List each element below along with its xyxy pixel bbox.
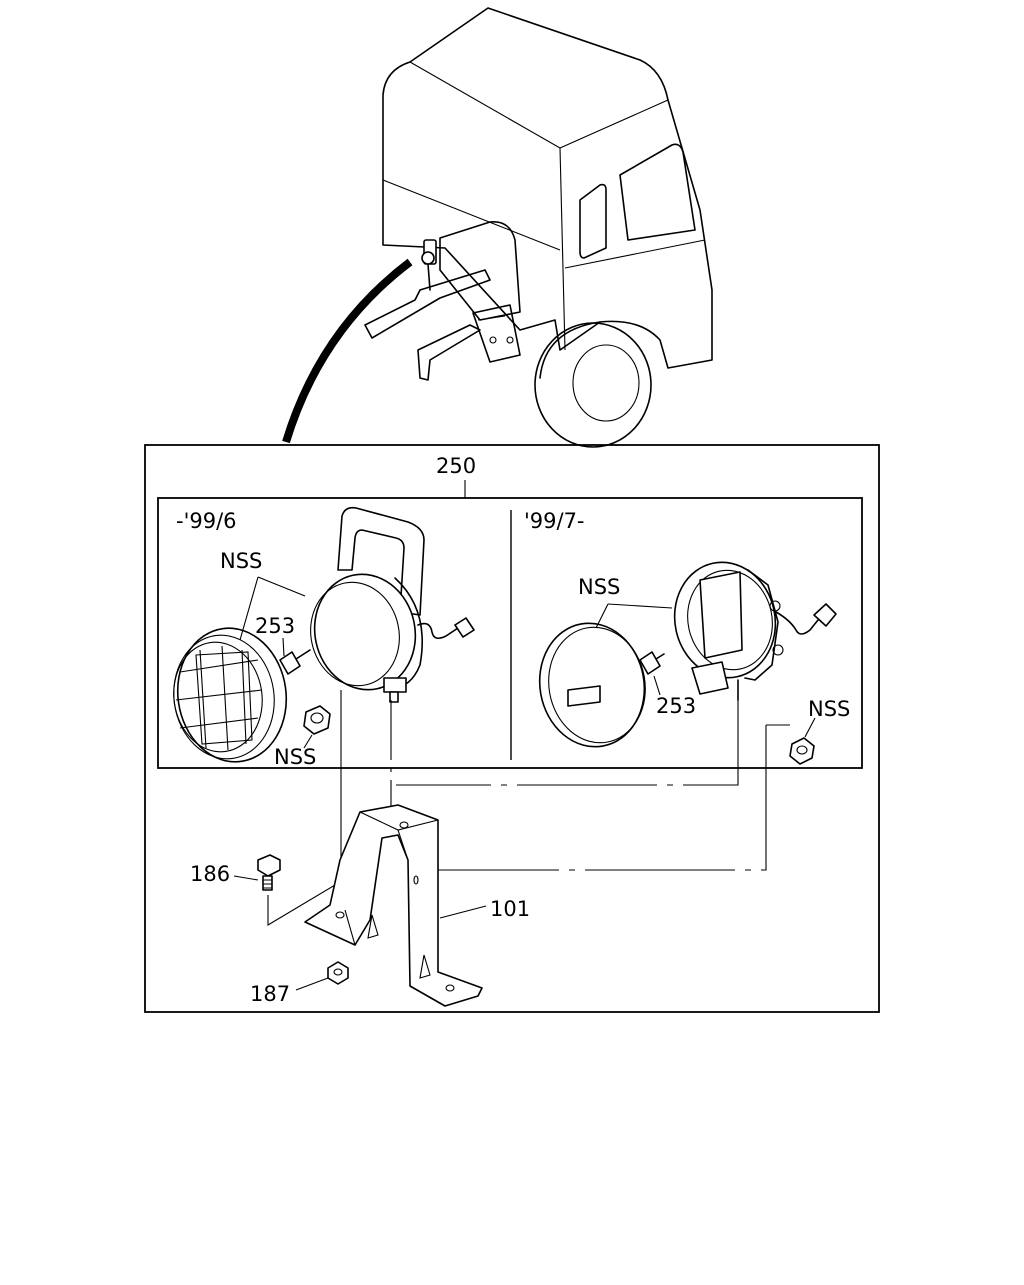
mounting-bracket [304,804,487,1007]
truck-cab-illustration [364,7,713,448]
label-187: 187 [250,982,290,1006]
label-253-right: 253 [656,694,696,718]
label-version-early: -'99/6 [176,509,237,533]
lamp-early-version [173,506,475,763]
label-nss-right-nut: NSS [808,697,850,721]
label-101: 101 [490,897,530,921]
detail-frame [144,444,880,1013]
label-253-left: 253 [255,614,295,638]
label-nss-left-nut: NSS [274,745,316,769]
label-186: 186 [190,862,230,886]
callout-pointer [282,258,413,444]
label-nss-left-lens: NSS [220,549,262,573]
label-nss-right-lens: NSS [578,575,620,599]
lamp-late-version [538,561,837,765]
label-version-late: '99/7- [524,509,585,533]
nut-187 [295,961,349,991]
lamp-assembly-frame [157,497,863,769]
bolt-186 [233,854,281,891]
label-250: 250 [436,454,476,478]
